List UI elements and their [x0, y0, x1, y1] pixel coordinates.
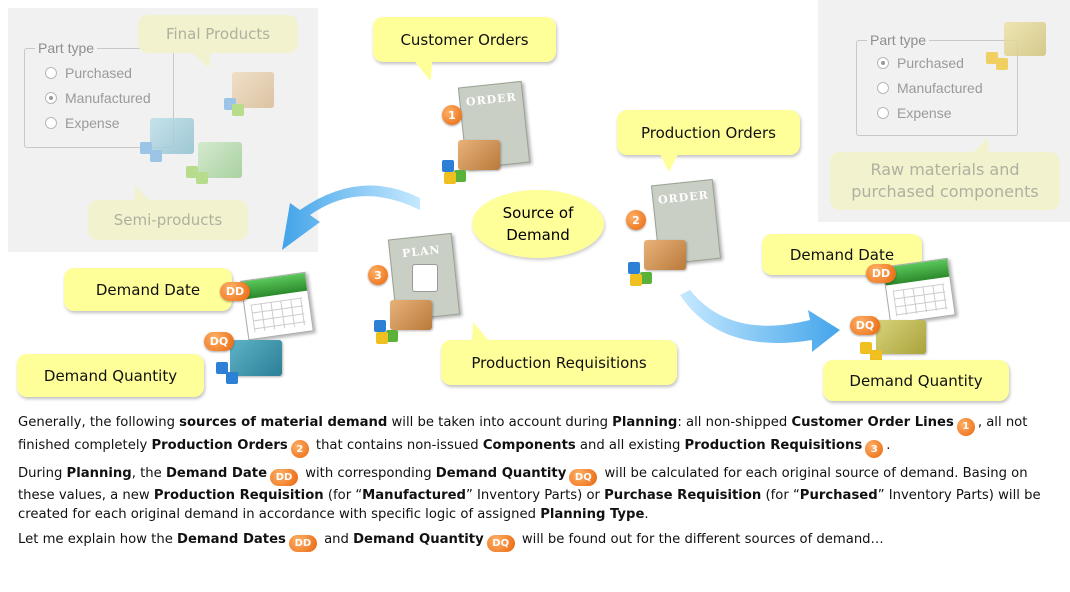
cube-icon	[640, 272, 652, 284]
left-part-type-group: Part type Purchased Manufactured Expense	[24, 40, 174, 148]
bold-term: Demand Dates	[177, 532, 286, 547]
product-box-icon	[876, 320, 926, 354]
cube-icon	[996, 58, 1008, 70]
badge-1-icon: 1	[442, 105, 462, 125]
callout-demand-quantity-left: Demand Quantity	[17, 354, 204, 397]
callout-semi-products: Semi-products	[88, 200, 248, 240]
cube-icon	[628, 262, 640, 274]
left-radio-manufactured[interactable]: Manufactured	[45, 90, 151, 106]
cube-icon	[150, 150, 162, 162]
inline-number-badge-icon: 1	[956, 417, 975, 436]
cube-icon	[374, 320, 386, 332]
cube-icon	[376, 332, 388, 344]
cube-icon	[442, 160, 454, 172]
cube-icon	[444, 172, 456, 184]
callout-raw-materials: Raw materials and purchased components	[830, 152, 1060, 210]
paragraph-1: Generally, the following sources of mate…	[18, 413, 1048, 458]
bold-term: Demand Quantity	[353, 532, 484, 547]
callout-tail	[660, 154, 678, 172]
callout-demand-quantity-right: Demand Quantity	[823, 360, 1009, 401]
explanation-text: Generally, the following sources of mate…	[18, 413, 1048, 558]
right-radio-manufactured[interactable]: Manufactured	[877, 80, 983, 96]
cube-icon	[986, 52, 998, 64]
callout-tail	[414, 61, 440, 81]
right-part-type-title: Part type	[867, 32, 930, 48]
inline-dq-badge-icon: DQ	[486, 535, 515, 552]
dq-badge-right: DQ	[850, 316, 880, 335]
product-box-icon	[232, 72, 274, 108]
radio-icon	[877, 107, 889, 119]
callout-demand-date-left: Demand Date	[64, 268, 232, 311]
calendar-icon	[412, 264, 438, 292]
cube-icon	[860, 342, 872, 354]
bold-term: Demand Quantity	[435, 466, 567, 481]
bold-term: Planning Type	[540, 507, 645, 522]
product-box-icon	[230, 340, 282, 376]
product-box-icon	[1004, 22, 1046, 56]
left-part-type-title: Part type	[35, 40, 98, 56]
radio-icon	[877, 82, 889, 94]
left-radio-expense[interactable]: Expense	[45, 115, 119, 131]
cube-icon	[870, 350, 882, 362]
inline-dd-badge-icon: DD	[270, 469, 299, 486]
callout-production-orders: Production Orders	[617, 110, 800, 155]
cube-icon	[140, 142, 152, 154]
radio-icon	[45, 67, 57, 79]
product-box-icon	[390, 300, 432, 330]
product-box-icon	[150, 118, 194, 154]
right-part-type-group: Part type Purchased Manufactured Expense	[856, 32, 1018, 136]
bold-term: sources of material demand	[179, 415, 388, 430]
right-radio-expense[interactable]: Expense	[877, 105, 951, 121]
right-radio-purchased[interactable]: Purchased	[877, 55, 964, 71]
callout-tail	[464, 322, 490, 342]
bold-term: Customer Order Lines	[791, 415, 954, 430]
dd-badge-right: DD	[866, 264, 896, 283]
callout-customer-orders: Customer Orders	[373, 17, 556, 62]
radio-selected-icon	[877, 57, 889, 69]
cube-icon	[226, 372, 238, 384]
inline-dq-badge-icon: DQ	[569, 469, 598, 486]
left-radio-purchased[interactable]: Purchased	[45, 65, 132, 81]
bold-term: Manufactured	[362, 488, 466, 503]
inline-number-badge-icon: 2	[290, 440, 309, 458]
product-box-icon	[644, 240, 686, 270]
bold-term: Production Requisitions	[684, 437, 863, 453]
callout-final-products: Final Products	[138, 15, 298, 53]
bold-term: Production Orders	[151, 437, 288, 453]
cube-icon	[196, 172, 208, 184]
cube-icon	[630, 274, 642, 286]
dq-badge-left: DQ	[204, 332, 234, 351]
badge-2-icon: 2	[626, 210, 646, 230]
bold-term: Purchase Requisition	[604, 488, 762, 503]
bold-term: Production Requisition	[153, 488, 324, 503]
callout-production-requisitions: Production Requisitions	[441, 340, 677, 385]
cube-icon	[186, 166, 198, 178]
arrow-right-icon	[680, 290, 840, 352]
bold-term: Planning	[66, 466, 132, 481]
radio-icon	[45, 117, 57, 129]
bold-term: Demand Date	[165, 466, 268, 481]
cube-icon	[386, 330, 398, 342]
cube-icon	[454, 170, 466, 182]
inline-number-badge-icon: 3	[865, 440, 884, 458]
inline-dd-badge-icon: DD	[288, 535, 317, 552]
calendar-icon	[240, 271, 314, 341]
bold-term: Purchased	[799, 488, 878, 503]
cube-icon	[232, 104, 244, 116]
cube-icon	[216, 362, 228, 374]
radio-selected-icon	[45, 92, 57, 104]
bold-term: Components	[482, 437, 576, 453]
dd-badge-left: DD	[220, 282, 250, 301]
bold-term: Planning	[612, 415, 678, 430]
badge-3-icon: 3	[368, 265, 388, 285]
source-of-demand: Source of Demand	[472, 190, 604, 258]
product-box-icon	[458, 140, 500, 170]
